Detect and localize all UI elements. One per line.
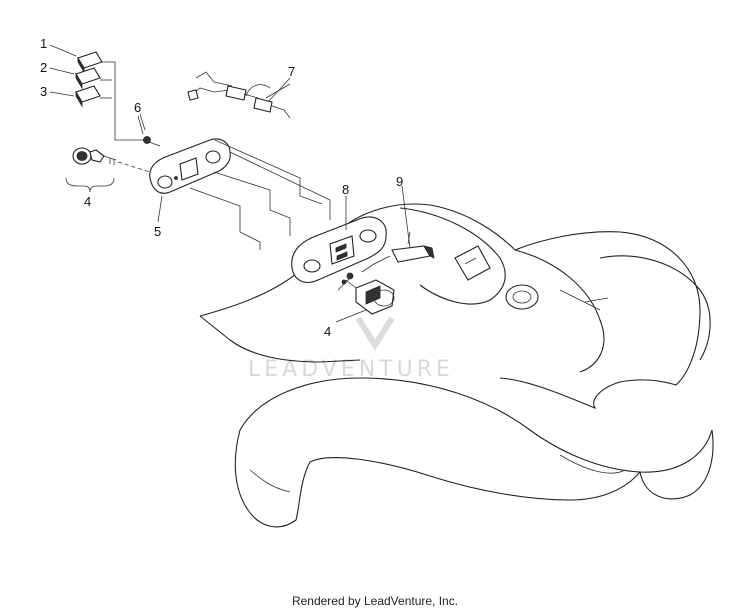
callout-8: 8 <box>342 182 349 197</box>
part-5-mounting-plate <box>149 138 231 194</box>
part-3-switch-cap <box>75 85 101 108</box>
part-4-installed-switch <box>337 272 395 315</box>
leader-1 <box>49 44 77 57</box>
callout-1: 1 <box>40 36 47 51</box>
leader-6 <box>139 113 146 131</box>
leader-7 <box>267 77 291 103</box>
part-7-wiring-harness <box>187 71 291 119</box>
leader-3 <box>49 91 75 97</box>
leader-2 <box>49 67 75 75</box>
part-6-screw <box>137 115 161 147</box>
footer-credit: Rendered by LeadVenture, Inc. <box>291 594 459 608</box>
callout-7: 7 <box>288 64 295 79</box>
part-4-ignition-switch-key <box>65 147 151 193</box>
leader-9 <box>401 185 411 249</box>
watermark-logo: LEADVENTURE <box>248 316 450 382</box>
callout-4-left: 4 <box>84 194 91 209</box>
leader-5 <box>157 195 163 223</box>
callout-9: 9 <box>396 174 403 189</box>
callout-5: 5 <box>154 224 161 239</box>
part-2-switch-cap <box>75 67 101 90</box>
assembly-path-caps <box>100 61 150 141</box>
callout-6: 6 <box>134 100 141 115</box>
callout-3: 3 <box>40 84 47 99</box>
callout-2: 2 <box>40 60 47 75</box>
assembly-guide-lines <box>189 139 331 250</box>
leader-4b <box>335 309 367 323</box>
part-8-mounted-plate <box>291 216 387 283</box>
callout-4-right: 4 <box>324 324 331 339</box>
front-fender <box>199 203 714 528</box>
part-9-connector <box>361 231 435 273</box>
